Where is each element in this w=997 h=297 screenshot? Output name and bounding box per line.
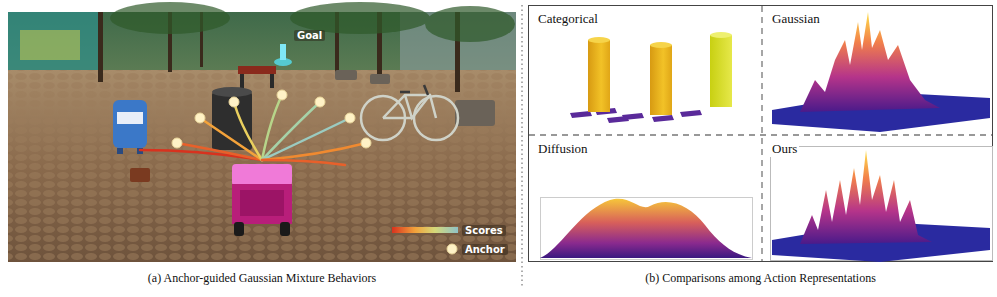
legend-text: Anchor: [462, 244, 508, 255]
subplot-title: Ours: [770, 141, 799, 157]
subplot-title: Diffusion: [536, 141, 590, 157]
figure-panel: (b) Comparisons among Action Representat…: [528, 5, 993, 288]
subplot-panel: Ours: [762, 135, 993, 262]
panel-caption: (a) Anchor-guided Gaussian Mixture Behav…: [8, 271, 516, 286]
subplot-panel: Gaussian: [762, 5, 993, 135]
panel-caption: (b) Comparisons among Action Representat…: [528, 271, 993, 286]
legend-text: Scores: [462, 225, 506, 236]
figure-panel: (a) Anchor-guided Gaussian Mixture Behav…: [8, 12, 516, 288]
subplot-panel: Diffusion: [528, 135, 762, 262]
legend-sample: [392, 243, 458, 255]
subplot-title: Gaussian: [770, 11, 822, 27]
subplot-title: Categorical: [536, 11, 600, 27]
scene-label: Goal: [294, 30, 325, 41]
legend-sample: [392, 224, 458, 236]
legend-row: Scores: [392, 222, 508, 238]
legend: ScoresAnchor: [392, 222, 508, 260]
subplot-panel: Categorical: [528, 5, 762, 135]
legend-row: Anchor: [392, 241, 508, 257]
